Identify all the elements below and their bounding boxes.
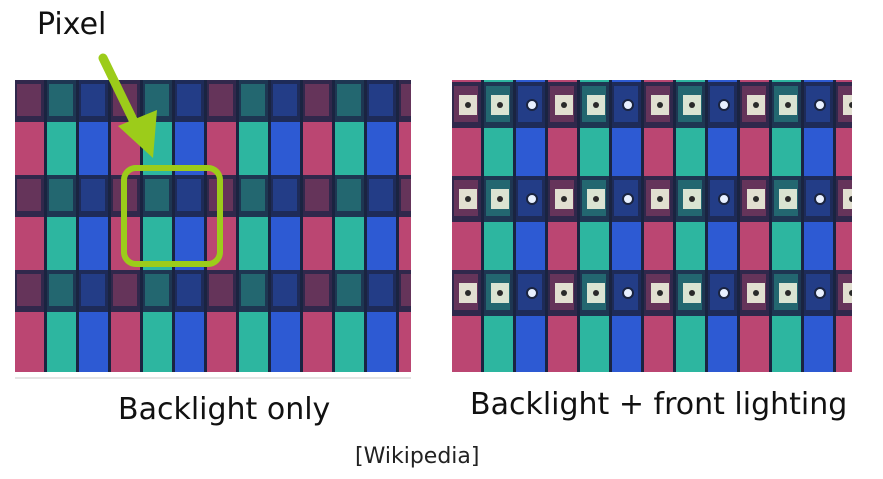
front-lighting-photo [452, 80, 852, 372]
backlight-only-image [15, 80, 411, 372]
front-lighting-image [452, 80, 852, 372]
source-credit: [Wikipedia] [355, 444, 480, 469]
front-lighting-caption: Backlight + front lighting [470, 387, 848, 422]
backlight-only-photo [15, 80, 411, 372]
backlight-only-caption: Backlight only [118, 392, 331, 427]
left-photo-underline [15, 377, 411, 379]
pixel-label: Pixel [37, 7, 107, 42]
